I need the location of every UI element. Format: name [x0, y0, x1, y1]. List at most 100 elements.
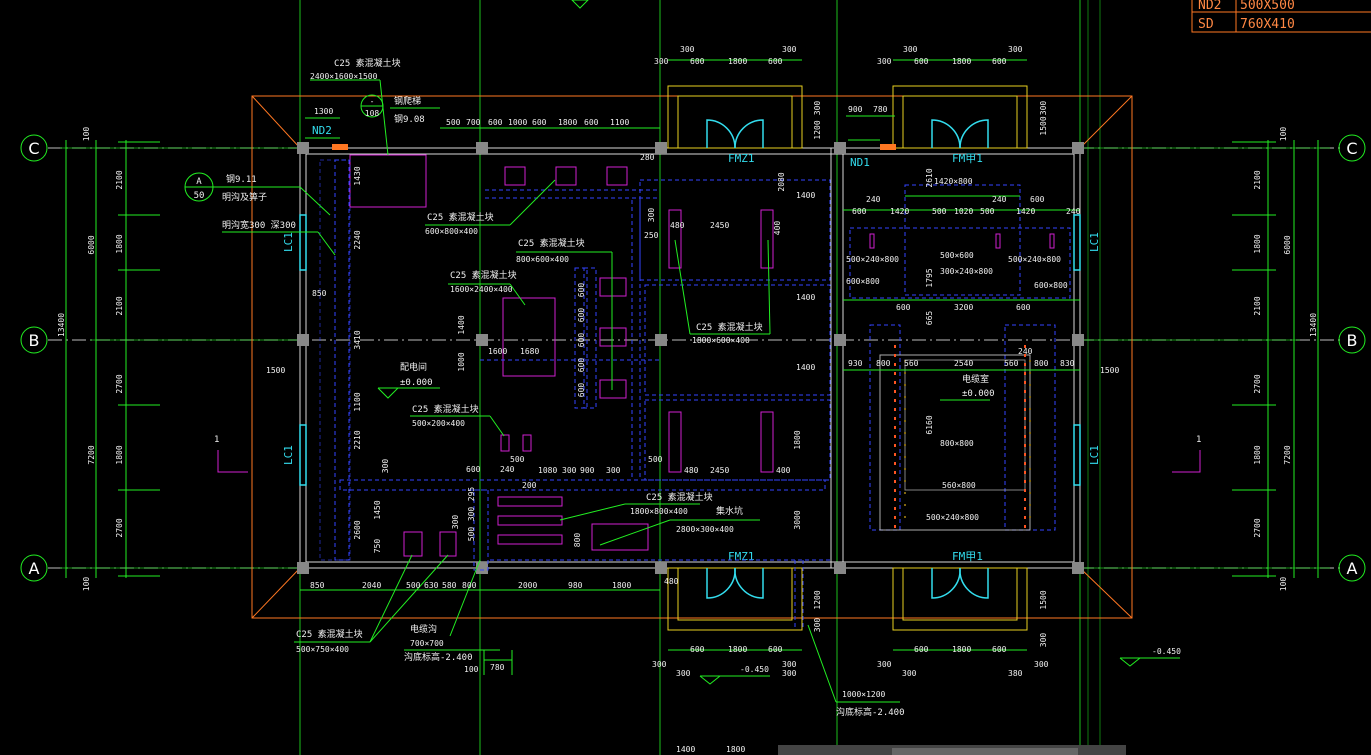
column	[655, 562, 667, 574]
top-dim: 300	[877, 57, 892, 66]
windows: LC1 LC1 LC1 LC1	[282, 214, 1101, 486]
dim: 1420	[1016, 207, 1035, 216]
right-room-annotations: 1420×800 500×240×800 500×600 300×240×800…	[846, 168, 1081, 522]
column	[476, 334, 488, 346]
dim: 500	[980, 207, 995, 216]
dim: 1800	[728, 645, 747, 654]
dim: 560	[904, 359, 919, 368]
dim: 600	[852, 207, 867, 216]
legend-code-2: SD	[1198, 17, 1214, 32]
axis-label-c-left: C	[28, 139, 39, 158]
c25-label: C25 素混凝土块	[450, 269, 517, 281]
dim: 580	[442, 581, 457, 590]
dim: 240	[500, 465, 515, 474]
dim: 100	[464, 665, 479, 674]
doors: FMZ1 FMZ1 FM甲1 FM甲1	[667, 85, 1028, 631]
trench-size: 700×700	[410, 639, 444, 648]
right-dim-outer: 13400	[1309, 313, 1318, 337]
c25-size: 2400×1600×1500	[310, 72, 378, 81]
sump-label: 集水坑	[716, 505, 743, 517]
dim: 800	[462, 581, 477, 590]
dim: 1680	[520, 347, 539, 356]
c25-label: C25 素混凝土块	[696, 321, 763, 333]
top-dim: 1000	[508, 118, 527, 127]
window-lc1	[299, 424, 307, 486]
right-dim-1: 2100	[1253, 170, 1262, 189]
axis-bubble-b-right	[1338, 326, 1366, 354]
dim: 750	[373, 539, 382, 554]
dim: 300	[676, 669, 691, 678]
trench2-depth: 沟底标高-2.400	[836, 706, 905, 718]
door-swing	[959, 567, 989, 599]
dim: 1000	[457, 352, 466, 371]
left-dim-6: 2700	[115, 518, 124, 537]
concrete-block	[522, 434, 532, 452]
window-lc1	[1073, 214, 1081, 271]
dim: 630	[424, 581, 439, 590]
left-dim-7: 100	[82, 577, 91, 592]
left-room-dimensions: 2450 2450 480 480 400 400 1400 1400 1400…	[266, 153, 1119, 553]
dim: 665	[925, 311, 934, 326]
section-ref-bottom: 108	[365, 109, 380, 118]
detail-ref-bottom: 50	[194, 191, 205, 201]
axis-bubbles: C B A C B A	[20, 134, 1366, 582]
dim: 1400	[457, 315, 466, 334]
dim: 400	[773, 221, 782, 236]
block-size: 500×240×800	[1008, 255, 1061, 264]
top-dim: 600	[532, 118, 547, 127]
dim: 300	[451, 515, 460, 530]
block-size: 300×240×800	[940, 267, 993, 276]
c25-size: 600×800×400	[425, 227, 478, 236]
dim: 900	[580, 466, 595, 475]
dim: 500	[510, 455, 525, 464]
axis-bubble-a-right	[1338, 554, 1366, 582]
left-dim-seg-top: 6000	[87, 235, 96, 254]
column	[297, 142, 309, 154]
concrete-block	[439, 531, 457, 557]
door-label-fm1-top: FM甲1	[952, 152, 983, 165]
left-room-annotations: C25 素混凝土块 2400×1600×1500 - 108 钢爬梯 钢9.08…	[184, 57, 1201, 718]
dim: 500	[648, 455, 663, 464]
door-swing	[931, 119, 961, 149]
vent-nd2	[332, 144, 348, 150]
room-name-left: 配电间	[400, 361, 427, 373]
dim: 600	[914, 645, 929, 654]
detail-ref-top: A	[196, 177, 202, 187]
dim: 380	[1008, 669, 1023, 678]
dim: 2450	[710, 466, 729, 475]
block-size: 560×800	[942, 481, 976, 490]
concrete-block	[504, 166, 526, 186]
dim: 1500	[266, 366, 285, 375]
top-dim: 700	[466, 118, 481, 127]
dim: 1400	[676, 745, 695, 754]
dim: 300	[1034, 660, 1049, 669]
top-dim: 1800	[728, 57, 747, 66]
dim: 1080	[538, 466, 557, 475]
axis-label-a-right: A	[1347, 559, 1358, 578]
dim: 1200	[813, 590, 822, 609]
concrete-block	[760, 209, 774, 269]
dim: 1430	[353, 166, 362, 185]
dim: 1800	[793, 430, 802, 449]
dim: 300	[652, 660, 667, 669]
block-size: 1420×800	[934, 177, 973, 186]
axis-label-c-right: C	[1346, 139, 1357, 158]
bottom-dimensions: 850 2040 500 630 580 800 2000 980 1800 4…	[300, 577, 1049, 754]
dim: 2040	[362, 581, 381, 590]
door-swing	[706, 567, 736, 599]
section-mark-right: 1	[1196, 435, 1201, 445]
dim: 1100	[353, 392, 362, 411]
dim: 600	[577, 383, 586, 398]
legend-size-1: 500X500	[1240, 0, 1295, 13]
label-nd2: ND2	[312, 124, 332, 137]
concrete-block	[497, 534, 563, 545]
axis-bubble-a-left	[20, 554, 48, 582]
dim: 240	[1066, 207, 1081, 216]
c25-size: 500×750×400	[296, 645, 349, 654]
column	[1072, 334, 1084, 346]
right-dim-3: 2100	[1253, 296, 1262, 315]
right-room-layout	[843, 184, 1080, 531]
dim: 1400	[796, 293, 815, 302]
dim: 3000	[793, 510, 802, 529]
